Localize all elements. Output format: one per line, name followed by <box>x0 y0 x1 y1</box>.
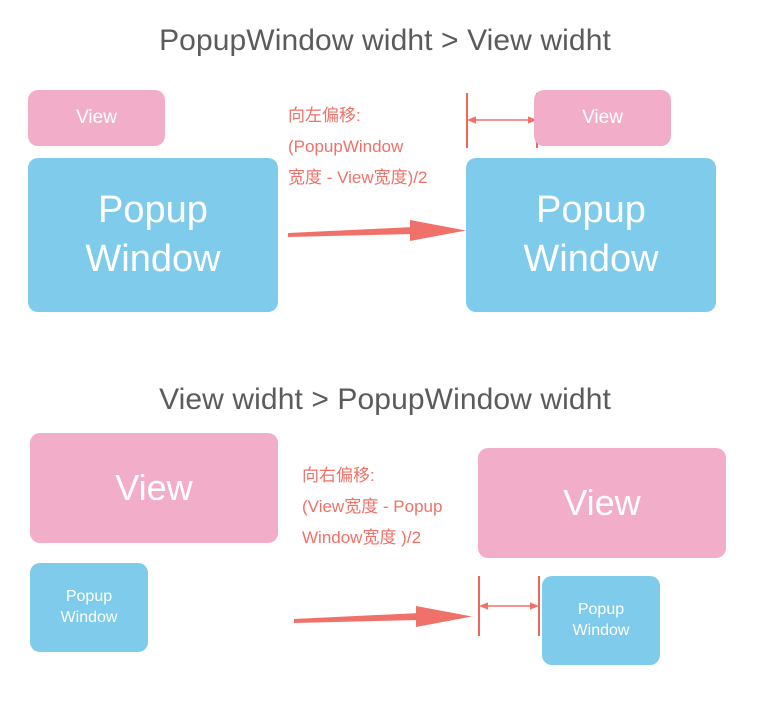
right-arrow-icon <box>294 606 472 627</box>
section-2-before-popup-box: Popup Window <box>30 563 148 652</box>
double-headed-arrow-icon <box>479 602 539 610</box>
annotation-line-2: (View宽度 - Popup <box>302 497 443 516</box>
popup-label-line-2: Window <box>60 608 118 626</box>
popup-label-line-2: Window <box>85 238 221 280</box>
popup-label-line-2: Window <box>572 621 630 639</box>
annotation-line-3: 宽度 - View宽度)/2 <box>288 168 428 187</box>
annotation-line-1: 向左偏移: <box>288 106 361 125</box>
section-1-before-popup-box: Popup Window <box>28 158 278 312</box>
popup-label-line-1: Popup <box>98 189 208 232</box>
popup-label-line-1: Popup <box>577 601 625 619</box>
popup-label-line-1: Popup <box>65 588 113 606</box>
section-1-offset-dimension <box>466 93 538 148</box>
right-arrow-icon <box>288 220 466 241</box>
annotation-line-3: Window宽度 )/2 <box>302 528 422 547</box>
section-1-annotation: 向左偏移: (PopupWindow 宽度 - View宽度)/2 <box>288 100 428 193</box>
view-label: View <box>115 466 193 508</box>
section-1-transition-arrow <box>288 220 466 241</box>
section-2-annotation: 向右偏移: (View宽度 - Popup Window宽度 )/2 <box>302 460 442 553</box>
annotation-line-1: 向右偏移: <box>302 466 375 485</box>
view-label: View <box>563 481 641 523</box>
section-1-title: PopupWindow widht > View widht <box>159 24 611 57</box>
section-1-after-popup-box: Popup Window <box>466 158 716 312</box>
view-label: View <box>582 106 623 128</box>
double-headed-arrow-icon <box>467 116 537 124</box>
section-2-after-popup-box: Popup Window <box>542 576 660 665</box>
section-1-after-view-box: View <box>534 90 671 146</box>
section-2-offset-dimension <box>478 576 540 636</box>
popup-label-line-1: Popup <box>536 189 646 232</box>
section-2-title: View widht > PopupWindow widht <box>159 383 611 416</box>
section-2-before-view-box: View <box>30 433 278 543</box>
section-2-after-view-box: View <box>478 448 726 558</box>
annotation-line-2: (PopupWindow <box>288 137 404 156</box>
section-1-before-view-box: View <box>28 90 165 146</box>
dimension-tick-left <box>466 93 468 148</box>
popup-label-line-2: Window <box>523 238 659 280</box>
view-label: View <box>76 106 117 128</box>
section-2-transition-arrow <box>294 606 472 627</box>
